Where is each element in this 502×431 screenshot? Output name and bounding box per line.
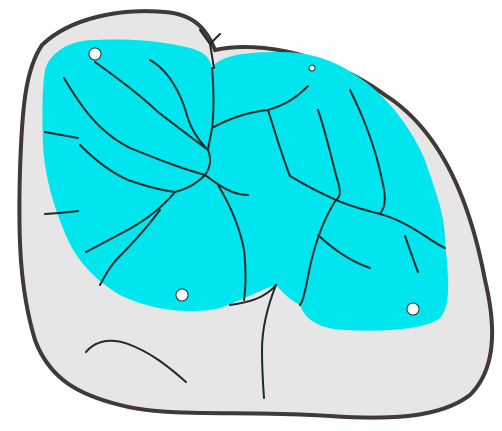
dot [309, 65, 315, 71]
dot [407, 303, 419, 315]
dot [89, 48, 101, 60]
dot [176, 289, 188, 301]
